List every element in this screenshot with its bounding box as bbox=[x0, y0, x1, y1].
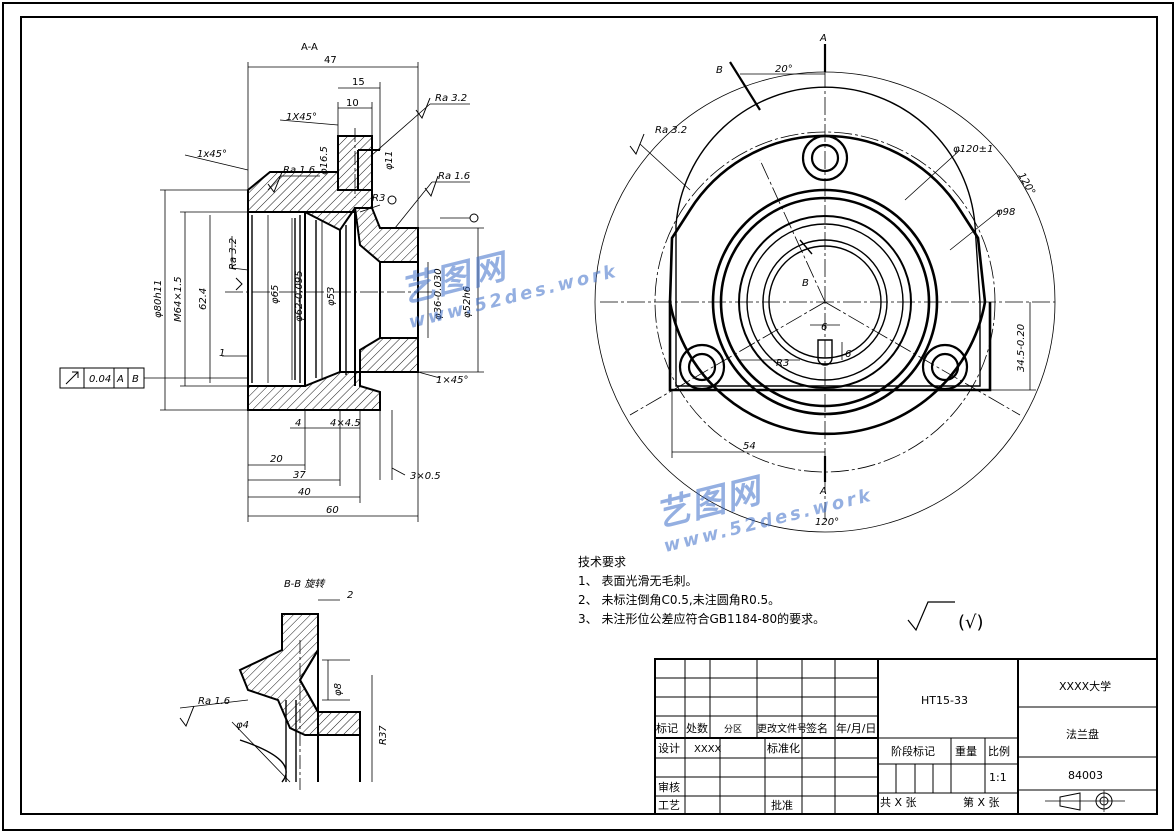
dim-62-4: 62.4 bbox=[198, 288, 209, 310]
dim-34-5: 34.5-0.20 bbox=[1016, 324, 1027, 372]
dim-phi98: φ98 bbox=[996, 207, 1015, 218]
dim-r3-front: R3 bbox=[776, 358, 789, 369]
label-design: 设计 bbox=[658, 742, 680, 755]
dim-37: 37 bbox=[293, 470, 306, 481]
ra-1-6-left: Ra 1.6 bbox=[283, 165, 315, 176]
front-view-labels: A A B B 20° Ra 3.2 φ120±1 120° φ98 6 6 R… bbox=[655, 33, 1037, 528]
dim-phi36: φ36-0.030 bbox=[433, 268, 444, 320]
dim-54: 54 bbox=[743, 441, 756, 452]
col-sign: 签名 bbox=[806, 721, 828, 735]
total-sheets: 共 X 张 bbox=[880, 796, 917, 809]
dim-47: 47 bbox=[324, 55, 337, 66]
roughness-note: (√) bbox=[958, 612, 984, 633]
tech-req-item-2: 2、 未标注倒角C0.5,未注圆角R0.5。 bbox=[578, 593, 781, 607]
dim-m64: M64×1.5 bbox=[173, 276, 184, 322]
dim-10: 10 bbox=[346, 98, 359, 109]
ra-3-2-top: Ra 3.2 bbox=[435, 93, 467, 104]
title-block-text: HT15-33 XXXX大学 法兰盘 84003 标记 处数 分区 更改文件号 … bbox=[656, 679, 1111, 812]
dim-4x4-5: 4×4.5 bbox=[330, 418, 361, 429]
col-mark: 标记 bbox=[656, 721, 678, 735]
drawing-number: 84003 bbox=[1068, 769, 1103, 782]
technical-requirements: 技术要求 1、 表面光滑无毛刺。 2、 未标注倒角C0.5,未注圆角R0.5。 … bbox=[578, 553, 825, 629]
dim-phi120: φ120±1 bbox=[953, 144, 993, 155]
dim-chamfer-1x45: 1X45° bbox=[286, 112, 317, 123]
ra-1-6-right: Ra 1.6 bbox=[438, 171, 470, 182]
front-view bbox=[594, 44, 1056, 533]
dim-bb-phi8: φ8 bbox=[333, 683, 344, 696]
dim-r3: R3 bbox=[372, 193, 385, 204]
col-count: 处数 bbox=[686, 722, 708, 735]
dim-angle-120-bottom: 120° bbox=[815, 517, 839, 528]
tech-req-item-1: 1、 表面光滑无毛刺。 bbox=[578, 574, 698, 588]
dim-chamfer-right: 1×45° bbox=[436, 375, 468, 386]
dim-bb-r37: R37 bbox=[378, 725, 389, 745]
label-weight: 重量 bbox=[955, 744, 977, 758]
section-aa-view bbox=[59, 62, 645, 728]
dim-angle-20: 20° bbox=[775, 64, 793, 75]
dim-bb-2: 2 bbox=[347, 590, 353, 601]
label-a-bottom: A bbox=[819, 486, 827, 497]
col-date: 年/月/日 bbox=[836, 721, 876, 735]
dim-phi65: φ65 bbox=[270, 285, 281, 304]
dim-3x0-5: 3×0.5 bbox=[410, 471, 441, 482]
tech-req-heading: 技术要求 bbox=[578, 555, 627, 569]
dim-phi53: φ53 bbox=[326, 287, 337, 306]
tech-req-item-3: 3、 未注形位公差应符合GB1184-80的要求。 bbox=[578, 612, 826, 626]
dim-60: 60 bbox=[326, 505, 339, 516]
sheet-number: 第 X 张 bbox=[963, 795, 1000, 809]
scale-value: 1:1 bbox=[989, 771, 1007, 784]
dim-40: 40 bbox=[298, 487, 311, 498]
dim-chamfer-1x45b: 1x45° bbox=[197, 149, 227, 160]
label-standard: 标准化 bbox=[767, 741, 800, 755]
tolerance-value: 0.04 bbox=[89, 374, 111, 385]
section-aa-labels: A-A 47 15 10 1X45° 1x45° Ra 3.2 Ra 1.6 R… bbox=[89, 42, 473, 516]
label-stage: 阶段标记 bbox=[891, 744, 935, 758]
dim-phi80h11: φ80h11 bbox=[153, 280, 164, 318]
designer-name: XXXX bbox=[694, 744, 722, 755]
dim-1: 1 bbox=[219, 348, 225, 359]
dim-20: 20 bbox=[270, 454, 283, 465]
label-scale: 比例 bbox=[988, 744, 1010, 758]
label-approve: 批准 bbox=[771, 798, 793, 812]
section-bb-view bbox=[179, 599, 373, 790]
dim-keyway-6a: 6 bbox=[821, 322, 827, 333]
dim-bb-phi4: φ4 bbox=[236, 720, 249, 731]
dim-angle-120-top: 120° bbox=[1015, 171, 1037, 197]
dim-phi62: φ62-0.095 bbox=[294, 270, 305, 322]
dim-phi52h6: φ52h6 bbox=[462, 286, 473, 318]
part-name: 法兰盘 bbox=[1066, 727, 1099, 741]
tolerance-datum-b: B bbox=[132, 374, 139, 385]
label-b-left: B bbox=[716, 65, 723, 76]
dim-phi16-5: φ16.5 bbox=[319, 146, 330, 175]
dim-15: 15 bbox=[352, 77, 365, 88]
ra-3-2-front: Ra 3.2 bbox=[655, 125, 687, 136]
dim-keyway-6b: 6 bbox=[845, 349, 851, 360]
tolerance-datum-a: A bbox=[116, 374, 124, 385]
section-bb-title: B-B 旋转 bbox=[284, 578, 326, 590]
ra-3-2-inner: Ra 3.2 bbox=[228, 238, 239, 270]
inner-border bbox=[20, 16, 1158, 815]
col-zone: 分区 bbox=[724, 724, 742, 735]
section-aa-title: A-A bbox=[301, 42, 318, 53]
col-change-doc: 更改文件号 bbox=[757, 722, 807, 735]
material: HT15-33 bbox=[921, 694, 968, 707]
label-a-top: A bbox=[819, 33, 827, 44]
title-block bbox=[654, 658, 1158, 815]
dim-phi11: φ11 bbox=[384, 151, 395, 170]
school-name: XXXX大学 bbox=[1059, 679, 1111, 693]
section-bb-labels: B-B 旋转 2 φ8 Ra 1.6 φ4 R37 bbox=[198, 578, 389, 745]
roughness-symbol bbox=[907, 601, 955, 632]
dim-4: 4 bbox=[295, 418, 301, 429]
label-b-inner: B bbox=[802, 278, 809, 289]
ra-1-6-bb: Ra 1.6 bbox=[198, 696, 230, 707]
label-process: 工艺 bbox=[658, 799, 680, 812]
label-review: 审核 bbox=[658, 780, 680, 794]
